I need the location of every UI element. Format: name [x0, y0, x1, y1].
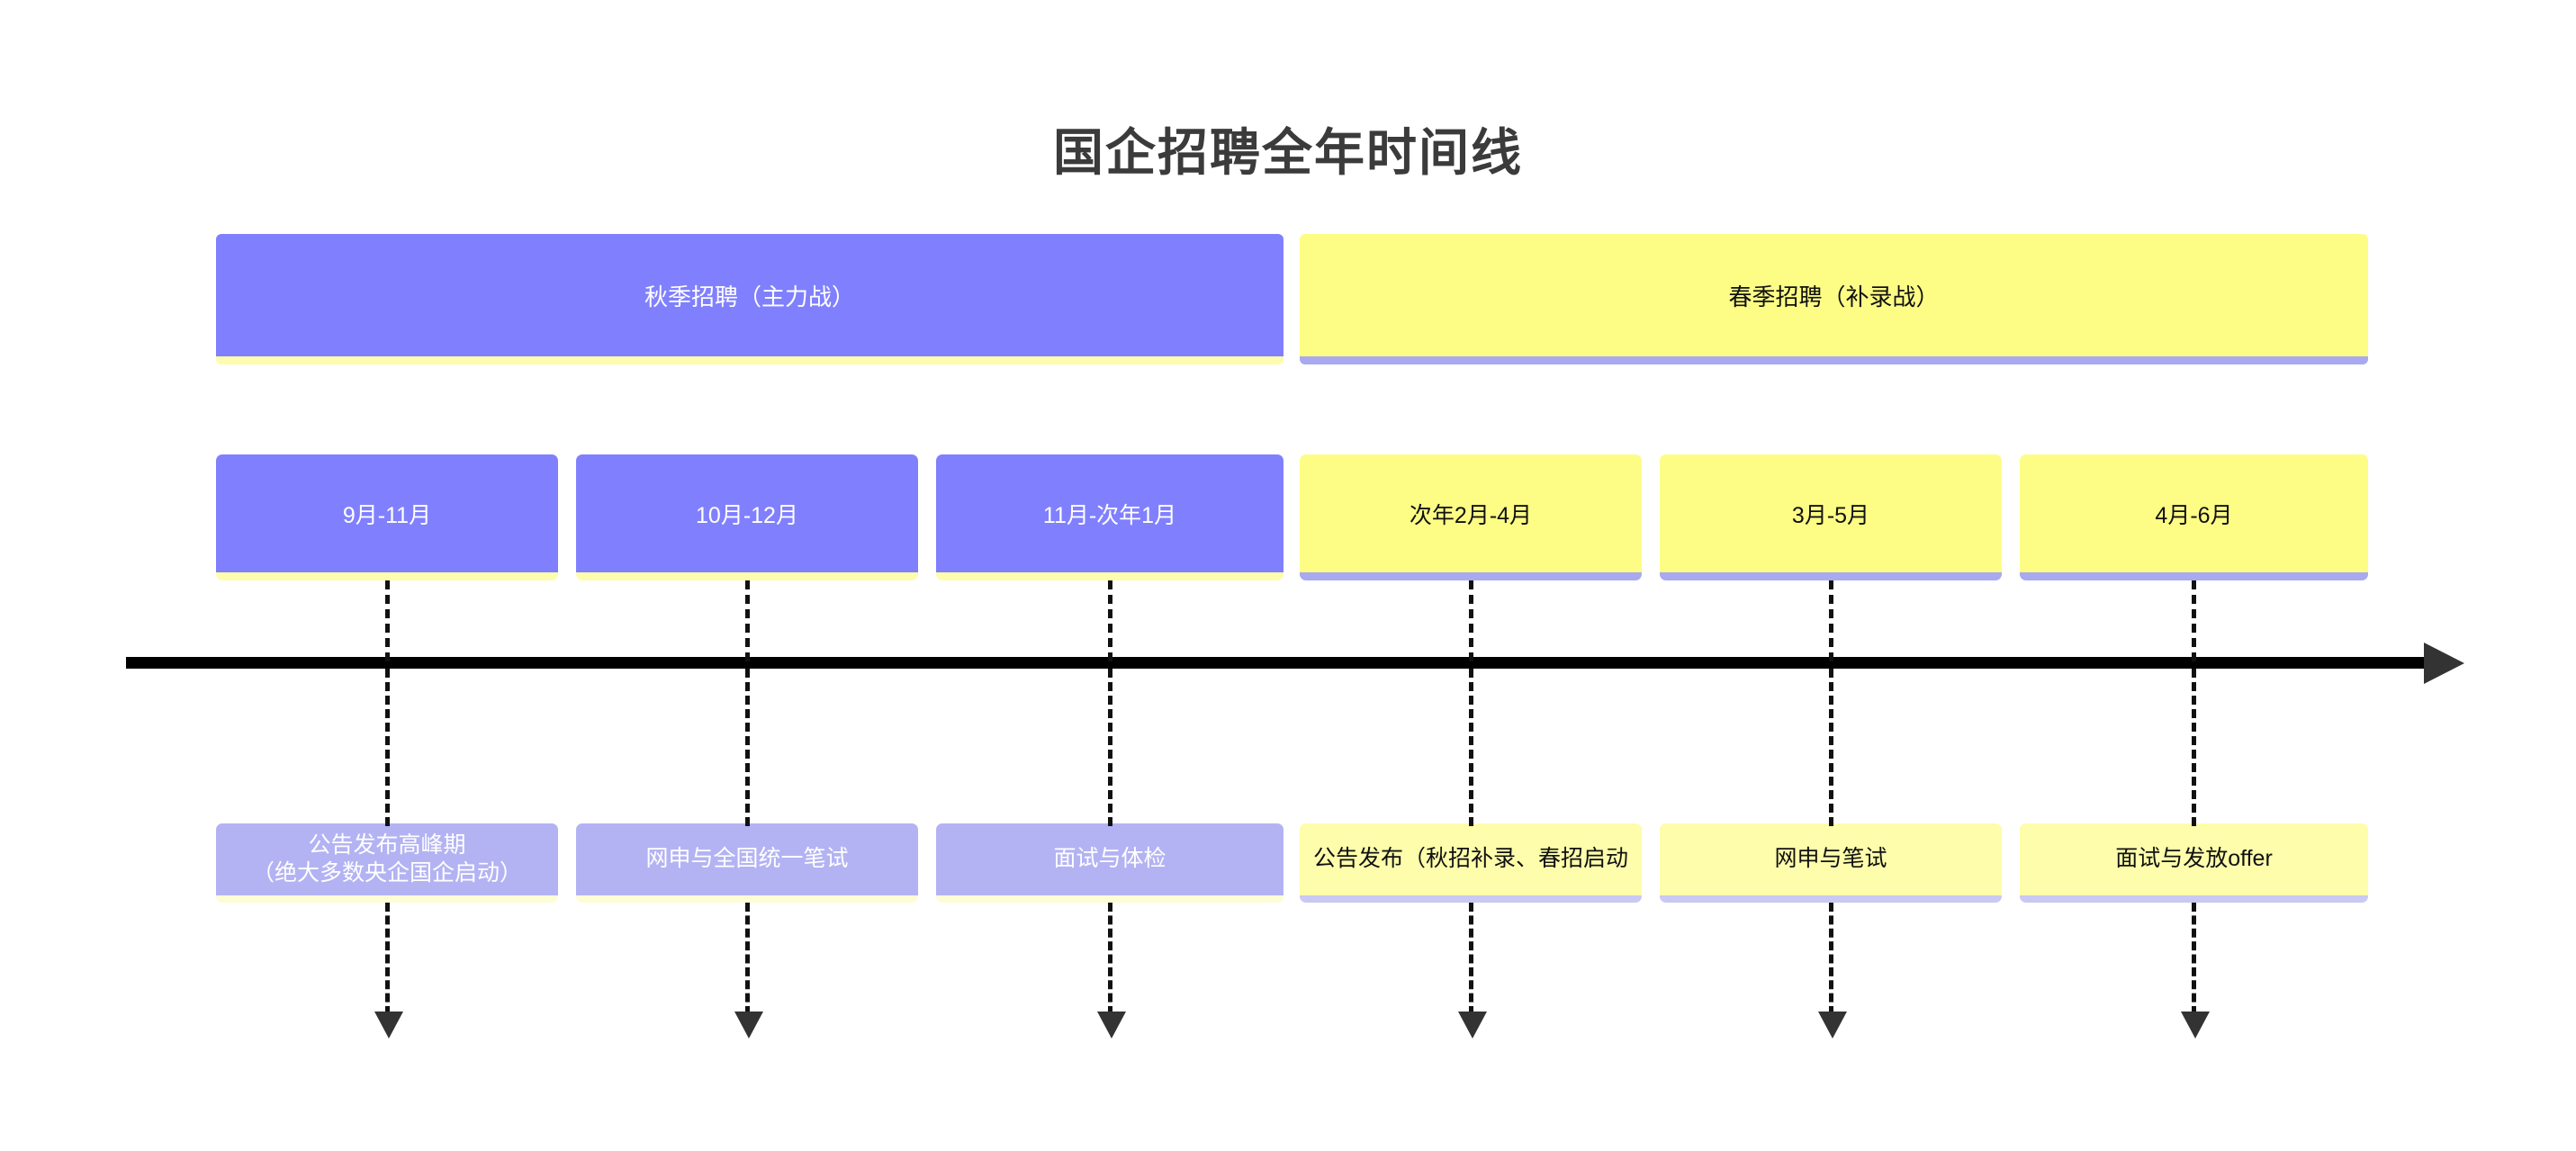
page-title: 国企招聘全年时间线	[1053, 124, 1523, 181]
milestone-box-3-label: 面试与体检	[1053, 846, 1166, 872]
milestone-box-5-label: 网申与笔试	[1774, 846, 1887, 872]
connector-up-3	[1108, 580, 1112, 661]
milestone-box-6-label: 面试与发放offer	[2115, 846, 2273, 872]
period-box-6-label: 4月-6月	[2155, 502, 2233, 528]
connector-mid-3	[1108, 669, 1112, 826]
connector-down-2	[745, 903, 750, 1015]
period-box-5[interactable]: 3月-5月	[1660, 454, 2002, 580]
milestone-box-4-label: 公告发布（秋招补录、春招启动	[1312, 846, 1629, 872]
timeline-axis	[126, 657, 2430, 669]
connector-mid-2	[745, 669, 750, 826]
phase-banner-spring[interactable]: 春季招聘（补录战）	[1300, 234, 2368, 364]
connector-down-3	[1108, 903, 1112, 1015]
phase-banner-spring-label: 春季招聘（补录战）	[1728, 283, 1940, 310]
connector-mid-1	[385, 669, 390, 826]
period-box-3[interactable]: 11月-次年1月	[936, 454, 1283, 580]
timeline-arrow-icon	[2424, 643, 2464, 684]
connector-arrow-icon-6	[2181, 1012, 2210, 1039]
milestone-box-3[interactable]: 面试与体检	[936, 823, 1283, 903]
connector-mid-4	[1469, 669, 1473, 826]
connector-up-6	[2192, 580, 2196, 661]
connector-down-6	[2192, 903, 2196, 1015]
milestone-box-1-sublabel: （绝大多数央企国企启动）	[251, 860, 522, 886]
milestone-box-4[interactable]: 公告发布（秋招补录、春招启动	[1300, 823, 1642, 903]
connector-down-4	[1469, 903, 1473, 1015]
period-box-3-label: 11月-次年1月	[1042, 502, 1177, 528]
connector-up-2	[745, 580, 750, 661]
connector-mid-6	[2192, 669, 2196, 826]
connector-up-4	[1469, 580, 1473, 661]
connector-arrow-icon-5	[1818, 1012, 1847, 1039]
connector-down-1	[385, 903, 390, 1015]
period-box-5-label: 3月-5月	[1791, 502, 1870, 528]
connector-down-5	[1829, 903, 1833, 1015]
connector-mid-5	[1829, 669, 1833, 826]
milestone-box-1-label: 公告发布高峰期	[308, 832, 466, 858]
period-box-4[interactable]: 次年2月-4月	[1300, 454, 1642, 580]
period-box-2[interactable]: 10月-12月	[576, 454, 918, 580]
period-box-1-label: 9月-11月	[342, 502, 432, 528]
milestone-box-1[interactable]: 公告发布高峰期 （绝大多数央企国企启动）	[216, 823, 558, 903]
connector-arrow-icon-1	[374, 1012, 403, 1039]
period-box-6[interactable]: 4月-6月	[2020, 454, 2368, 580]
connector-arrow-icon-3	[1097, 1012, 1126, 1039]
phase-banner-autumn[interactable]: 秋季招聘（主力战）	[216, 234, 1283, 364]
milestone-box-2[interactable]: 网申与全国统一笔试	[576, 823, 918, 903]
connector-arrow-icon-2	[734, 1012, 763, 1039]
connector-arrow-icon-4	[1458, 1012, 1487, 1039]
milestone-box-6[interactable]: 面试与发放offer	[2020, 823, 2368, 903]
period-box-2-label: 10月-12月	[696, 502, 798, 528]
milestone-box-5[interactable]: 网申与笔试	[1660, 823, 2002, 903]
phase-banner-autumn-label: 秋季招聘（主力战）	[644, 283, 855, 310]
connector-up-5	[1829, 580, 1833, 661]
connector-up-1	[385, 580, 390, 661]
period-box-1[interactable]: 9月-11月	[216, 454, 558, 580]
period-box-4-label: 次年2月-4月	[1409, 502, 1533, 528]
milestone-box-2-label: 网申与全国统一笔试	[645, 846, 849, 872]
